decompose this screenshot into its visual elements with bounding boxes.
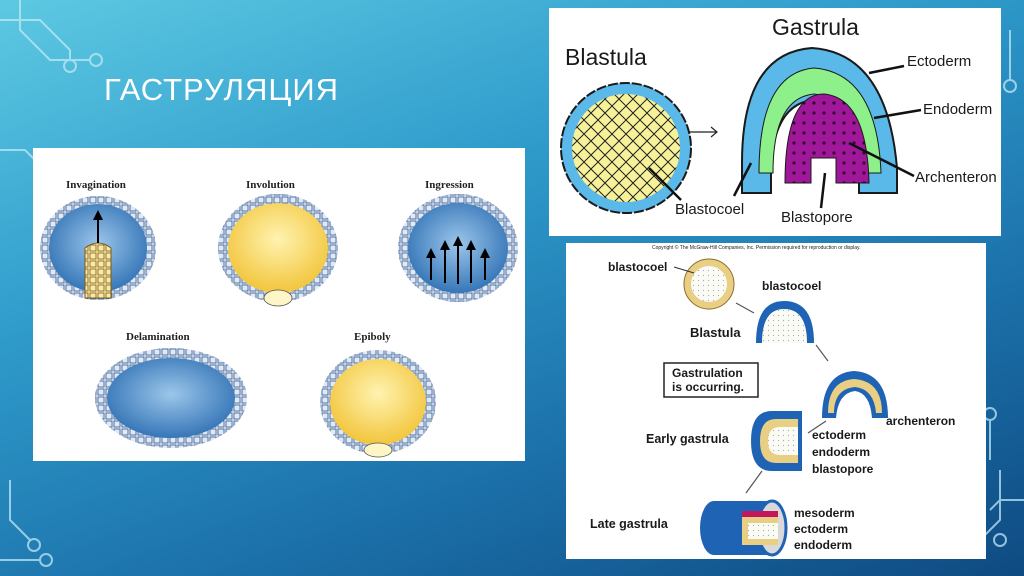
gastrula-illustration bbox=[741, 46, 898, 194]
late-gastrula-embryo bbox=[700, 499, 788, 557]
slide-title: ГАСТРУЛЯЦИЯ bbox=[104, 72, 339, 107]
epiboly-diagram bbox=[320, 350, 436, 458]
label-epiboly: Epiboly bbox=[354, 331, 391, 343]
arrow-icon bbox=[689, 126, 718, 138]
gastrulation-sequence-panel: Copyright © The McGraw-Hill Companies, I… bbox=[566, 243, 986, 559]
label-ingression: Ingression bbox=[425, 179, 474, 191]
label-blastocoel: Blastocoel bbox=[675, 201, 744, 218]
label-blastocoel-2: blastocoel bbox=[762, 279, 821, 293]
label-endoderm: Endoderm bbox=[923, 101, 992, 118]
pointer-lines bbox=[648, 64, 922, 209]
label-late-gastrula: Late gastrula bbox=[590, 517, 669, 531]
label-archenteron: archenteron bbox=[886, 414, 955, 428]
label-blastocoel-1: blastocoel bbox=[608, 260, 667, 274]
label-involution: Involution bbox=[246, 179, 295, 191]
sequence-arrows bbox=[735, 302, 829, 494]
early-gastrula-embryo bbox=[751, 411, 802, 471]
label-early-gastrula: Early gastrula bbox=[646, 432, 730, 446]
label-delamination: Delamination bbox=[126, 331, 190, 343]
label-archenteron: Archenteron bbox=[915, 169, 997, 186]
gastrulation-modes-panel: Invagination Involution Ingression Delam… bbox=[33, 148, 525, 461]
blastula-sphere bbox=[683, 258, 735, 310]
label-mesoderm: mesoderm bbox=[794, 506, 855, 520]
gastrulation-note-box bbox=[663, 362, 759, 398]
blastula-title: Blastula bbox=[565, 44, 647, 70]
gastrulation-line2: is occurring. bbox=[672, 380, 744, 394]
delamination-diagram bbox=[95, 348, 247, 448]
label-blastopore: blastopore bbox=[812, 462, 874, 476]
gastrulation-line1: Gastrulation bbox=[672, 366, 743, 380]
label-endoderm-2: endoderm bbox=[794, 538, 852, 552]
involution-diagram bbox=[218, 194, 338, 307]
blastula-gastrula-panel: Blastula Gastrula Ectoderm Endoderm Arch… bbox=[549, 8, 1001, 236]
ingression-diagram bbox=[398, 194, 518, 302]
blastula-half bbox=[756, 301, 814, 343]
invaginating-embryo bbox=[822, 371, 888, 418]
label-blastula: Blastula bbox=[690, 325, 741, 340]
label-blastopore: Blastopore bbox=[781, 209, 853, 226]
label-endoderm: endoderm bbox=[812, 445, 870, 459]
label-ectoderm-2: ectoderm bbox=[794, 522, 848, 536]
copyright-text: Copyright © The McGraw-Hill Companies, I… bbox=[652, 244, 861, 251]
invagination-diagram bbox=[40, 196, 156, 300]
label-invagination: Invagination bbox=[66, 179, 126, 191]
label-ectoderm: Ectoderm bbox=[907, 53, 971, 70]
gastrula-title: Gastrula bbox=[772, 14, 859, 40]
blastula-illustration bbox=[560, 82, 692, 214]
label-ectoderm: ectoderm bbox=[812, 428, 866, 442]
